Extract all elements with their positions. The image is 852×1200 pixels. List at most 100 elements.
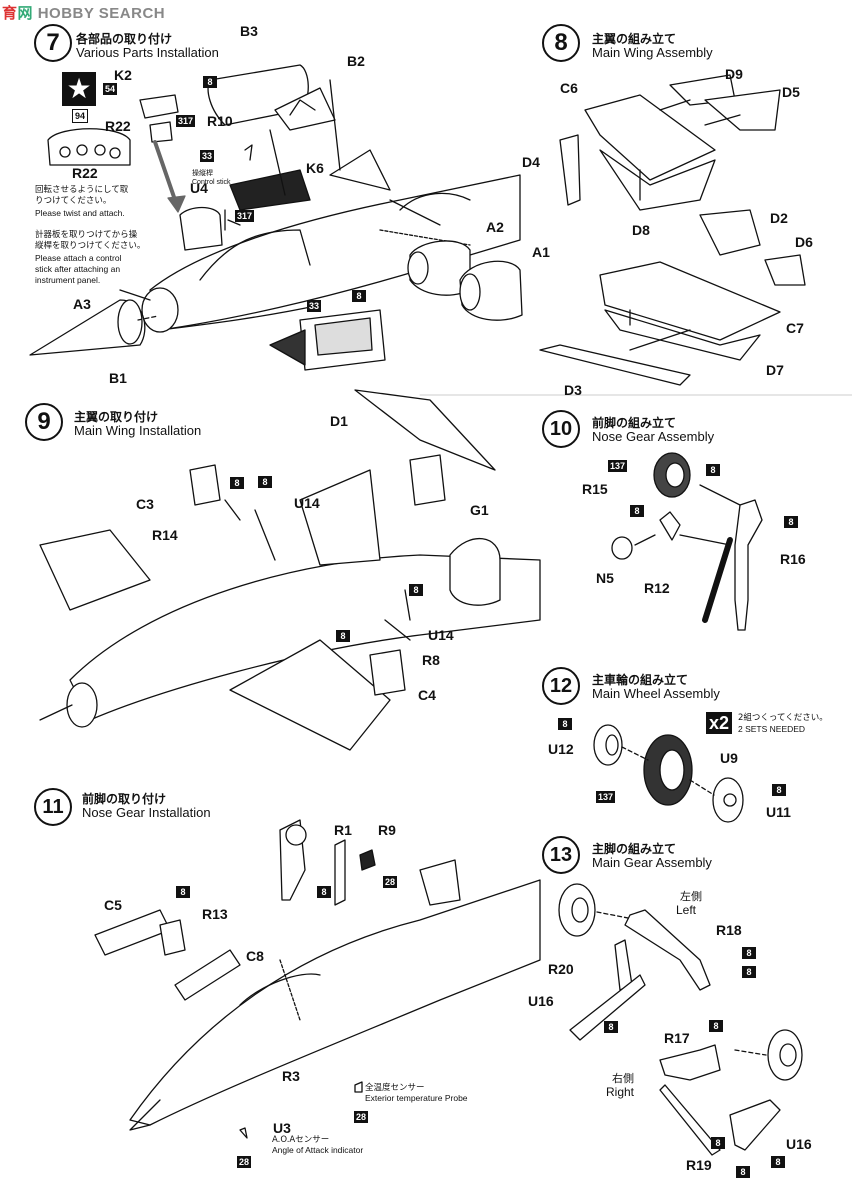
part-label-R17: R17 xyxy=(664,1030,690,1046)
part-label-D9: D9 xyxy=(725,66,743,82)
step8-wing-lower xyxy=(539,209,806,386)
part-label-B3: B3 xyxy=(240,23,258,39)
part-label-U16-left: U16 xyxy=(528,993,554,1009)
note-right-en: Right xyxy=(606,1085,635,1099)
part-label-B1: B1 xyxy=(109,370,127,386)
paint-code: 8 xyxy=(604,1021,618,1033)
note-stick-en: Control stick xyxy=(192,179,231,186)
quantity-badge: x2 xyxy=(706,712,733,734)
step-12-title-en: Main Wheel Assembly xyxy=(592,686,720,701)
step-12-badge: 12 xyxy=(542,667,580,705)
part-label-R10: R10 xyxy=(207,113,233,129)
paint-code: 28 xyxy=(237,1156,252,1168)
step-12-title-jp: 主車輪の組み立て xyxy=(592,673,689,687)
part-label-A3: A3 xyxy=(73,296,91,312)
part-label-U9: U9 xyxy=(720,750,738,766)
part-label-U4: U4 xyxy=(190,180,208,196)
paint-code: 33 xyxy=(200,150,215,162)
paint-code: 54 xyxy=(103,83,118,95)
step11-fuselage xyxy=(94,819,541,1139)
paint-code: 8 xyxy=(258,476,272,488)
step-9-title-en: Main Wing Installation xyxy=(74,423,202,438)
part-label-R13: R13 xyxy=(202,906,228,922)
step-10-title-en: Nose Gear Assembly xyxy=(592,429,715,444)
paint-code: 8 xyxy=(771,1156,785,1168)
part-label-U14-top: U14 xyxy=(294,495,320,511)
note-left-en: Left xyxy=(676,903,697,917)
paint-code: 8 xyxy=(742,966,756,978)
part-label-B2: B2 xyxy=(347,53,365,69)
note-twist-en: Please twist and attach. xyxy=(35,208,125,218)
watermark-logo: 育网 HOBBY SEARCH xyxy=(2,2,165,23)
paint-code: 8 xyxy=(352,290,366,302)
step10-nose-gear xyxy=(611,452,763,631)
paint-code: 8 xyxy=(230,477,244,489)
step-7-title-jp: 各部品の取り付け xyxy=(76,32,173,46)
note-right-jp: 右側 xyxy=(612,1072,634,1085)
note-instrument-jp: 計器板を取りつけてから操 縦桿を取りつけてください。 xyxy=(35,230,146,251)
step-7-title-en: Various Parts Installation xyxy=(76,45,219,60)
paint-code: 8 xyxy=(176,886,190,898)
part-label-U16-right: U16 xyxy=(786,1136,812,1152)
part-label-A1: A1 xyxy=(532,244,550,260)
part-label-R22-top: R22 xyxy=(105,118,131,134)
paint-code: 8 xyxy=(772,784,786,796)
part-label-C7: C7 xyxy=(786,320,804,336)
paint-code: 8 xyxy=(558,718,572,730)
step7-detail-inset xyxy=(269,309,386,371)
part-label-R22-bottom: R22 xyxy=(72,165,98,181)
step-8-badge: 8 xyxy=(542,24,580,62)
part-label-D8: D8 xyxy=(632,222,650,238)
part-label-C4: C4 xyxy=(418,687,436,703)
paint-code: 8 xyxy=(203,76,217,88)
part-label-C6: C6 xyxy=(560,80,578,96)
part-label-R1: R1 xyxy=(334,822,352,838)
part-label-R14: R14 xyxy=(152,527,178,543)
note-left-jp: 左側 xyxy=(680,890,702,903)
part-label-C8: C8 xyxy=(246,948,264,964)
part-label-D1: D1 xyxy=(330,413,348,429)
paint-code: 8 xyxy=(709,1020,723,1032)
part-label-D6: D6 xyxy=(795,234,813,250)
step-11-title-jp: 前脚の取り付け xyxy=(82,792,167,806)
paint-code: 28 xyxy=(383,876,398,888)
step9-fuselage xyxy=(39,389,541,751)
step7-intake xyxy=(407,240,523,321)
part-label-C5: C5 xyxy=(104,897,122,913)
part-label-R8: R8 xyxy=(422,652,440,668)
part-label-R9: R9 xyxy=(378,822,396,838)
paint-code: 317 xyxy=(235,210,255,222)
part-label-G1: G1 xyxy=(470,502,489,518)
paint-code: 8 xyxy=(336,630,350,642)
paint-code: 33 xyxy=(307,300,322,312)
paint-code: 8 xyxy=(736,1166,750,1178)
note-aoa-jp: A.O.Aセンサー xyxy=(272,1135,330,1145)
paint-code: 8 xyxy=(742,947,756,959)
watermark-char-1: 育 xyxy=(2,5,18,22)
part-label-D5: D5 xyxy=(782,84,800,100)
part-label-U11: U11 xyxy=(766,804,791,820)
part-label-N5: N5 xyxy=(596,570,614,586)
note-aoa-en: Angle of Attack indicator xyxy=(272,1145,364,1155)
paint-code: 317 xyxy=(176,115,196,127)
part-label-U3: U3 xyxy=(273,1120,291,1136)
step-10-title-jp: 前脚の組み立て xyxy=(592,416,677,430)
part-label-R20: R20 xyxy=(548,961,574,977)
paint-code: 8 xyxy=(711,1137,725,1149)
paint-code: 137 xyxy=(596,791,616,803)
part-label-U12: U12 xyxy=(548,741,574,757)
step12-main-wheel xyxy=(593,724,744,823)
watermark-text: HOBBY SEARCH xyxy=(37,5,166,22)
part-label-D3: D3 xyxy=(564,382,582,398)
note-probe-jp: 全温度センサー xyxy=(365,1083,425,1093)
note-probe-en: Exterior temperature Probe xyxy=(365,1093,468,1103)
part-label-R3: R3 xyxy=(282,1068,300,1084)
part-label-K2: K2 xyxy=(114,67,132,83)
note-sets-en: 2 SETS NEEDED xyxy=(738,724,806,734)
step-13-title-jp: 主脚の組み立て xyxy=(592,842,677,856)
step-9-title-jp: 主翼の取り付け xyxy=(74,410,159,424)
paint-code: 8 xyxy=(630,505,644,517)
paint-code: 8 xyxy=(317,886,331,898)
star-insignia-icon: ★ xyxy=(62,72,96,106)
